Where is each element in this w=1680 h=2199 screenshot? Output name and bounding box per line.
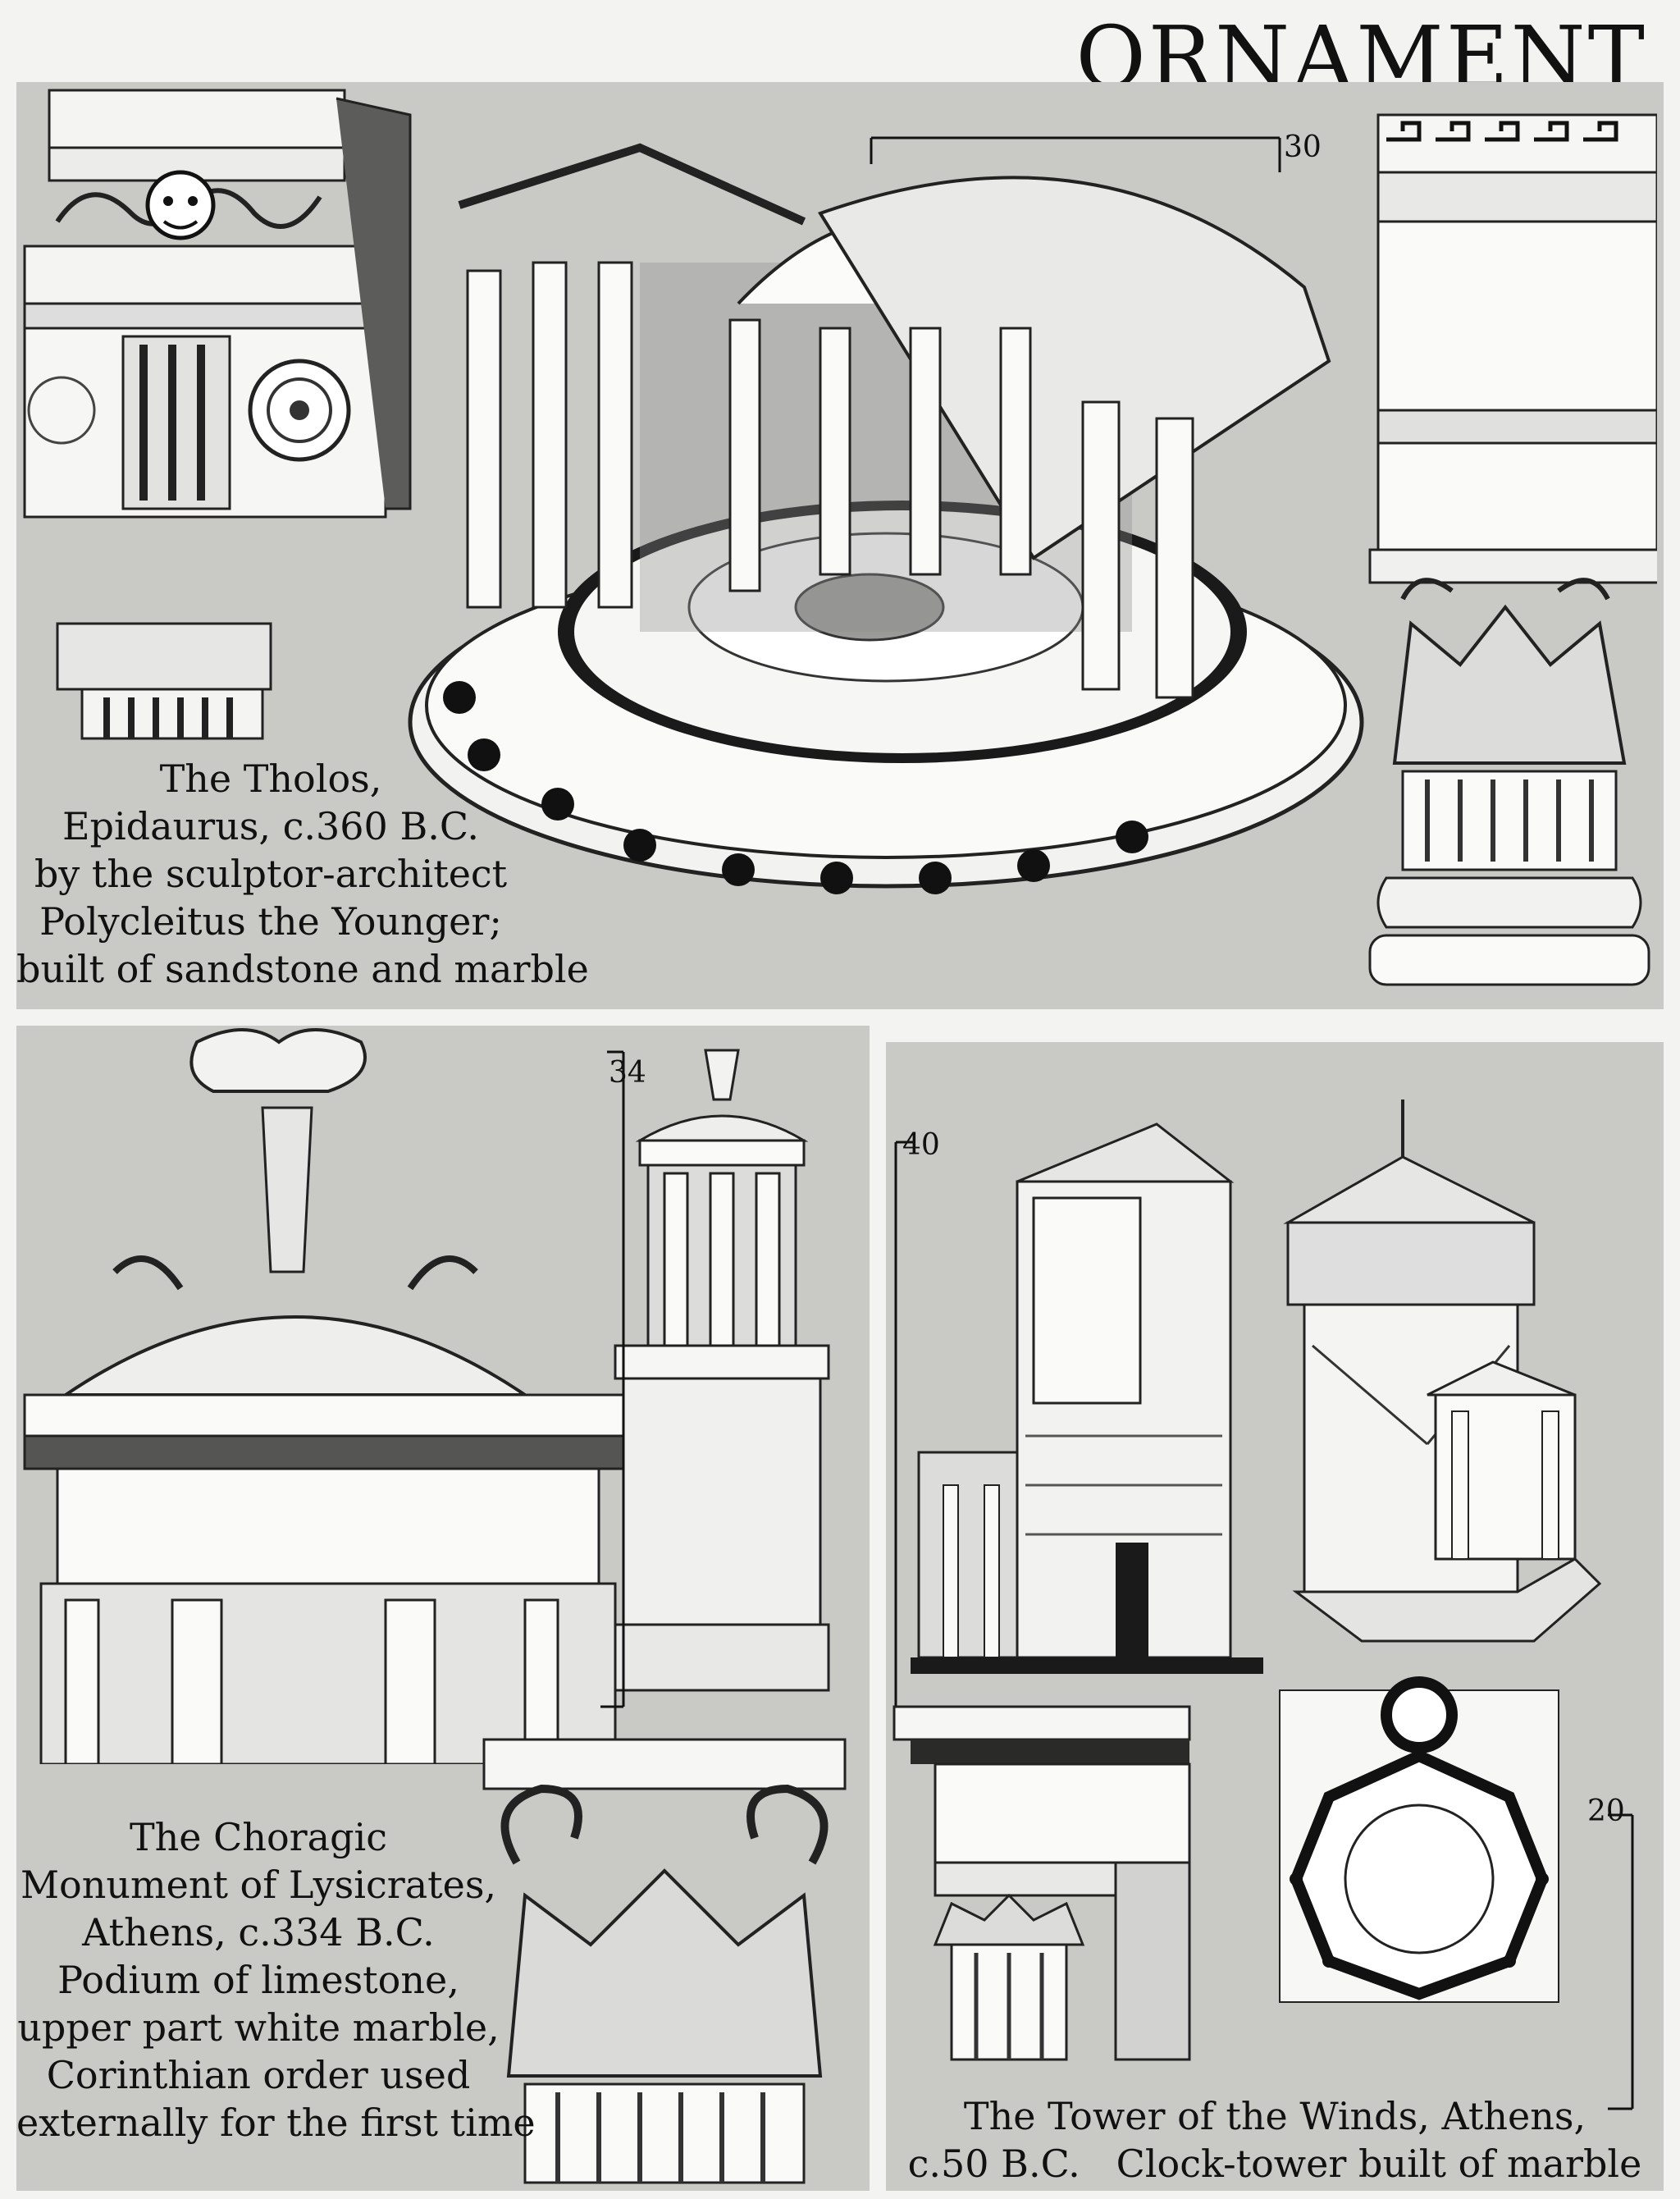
tholos-panel: 30 The Tholos, Epidaurus, c.360 B.C. by … [16,82,1664,1009]
lysicrates-panel: 34 The Choragic Monument of Lysicrates, … [16,1026,870,2191]
lysicrates-caption-line: Podium of limestone, [57,1958,459,2002]
winds-panel: 40 20 The Tow [886,1042,1664,2191]
winds-section-scale-label: 40 [902,1128,940,1162]
tholos-caption: The Tholos, Epidaurus, c.360 B.C. by the… [16,755,589,993]
tholos-scale-label: 30 [1284,130,1322,164]
lysicrates-scale-bar [600,1050,625,1708]
lysicrates-caption-line: Athens, c.334 B.C. [82,1910,435,1954]
tholos-caption-line: by the sculptor-architect [34,852,508,896]
tholos-caption-line: The Tholos, [159,757,382,801]
tholos-caption-line: Polycleitus the Younger; [39,899,502,944]
winds-plan-scale-bar [1608,1813,1634,2110]
winds-tower-illustration [1283,1100,1602,1643]
lysicrates-caption: The Choragic Monument of Lysicrates, Ath… [16,1813,536,2146]
lysicrates-monument-illustration [614,1049,830,1692]
lysicrates-caption-line: Corinthian order used [46,2053,471,2097]
winds-caption: The Tower of the Winds, Athens, c.50 B.C… [886,2092,1664,2188]
lysicrates-caption-line: The Choragic [129,1815,387,1859]
tholos-entablature-illustration [23,89,412,740]
lysicrates-caption-line: upper part white marble, [17,2005,500,2050]
lysicrates-caption-line: externally for the first time [16,2101,536,2145]
tholos-caption-line: built of sandstone and marble [16,947,589,991]
composite-capital-illustration [482,1738,847,2184]
lysicrates-elevation-illustration [23,1028,633,1764]
tholos-cutaway-illustration [408,143,1364,894]
winds-section-illustration [911,1122,1263,1674]
winds-caption-line: c.50 B.C. Clock-tower built of marble [907,2142,1642,2186]
winds-plan-illustration [1279,1676,1559,2003]
lysicrates-caption-line: Monument of Lysicrates, [20,1863,497,1907]
winds-plan-scale-label: 20 [1587,1794,1625,1828]
corinthian-capital-illustration [1368,113,1657,986]
lysicrates-scale-label: 34 [609,1056,646,1090]
winds-section-scale-bar [894,1141,914,1715]
tholos-scale-bar [870,136,1281,172]
winds-entablature-illustration [892,1705,1191,2061]
tholos-caption-line: Epidaurus, c.360 B.C. [62,804,480,848]
winds-caption-line: The Tower of the Winds, Athens, [963,2094,1586,2138]
